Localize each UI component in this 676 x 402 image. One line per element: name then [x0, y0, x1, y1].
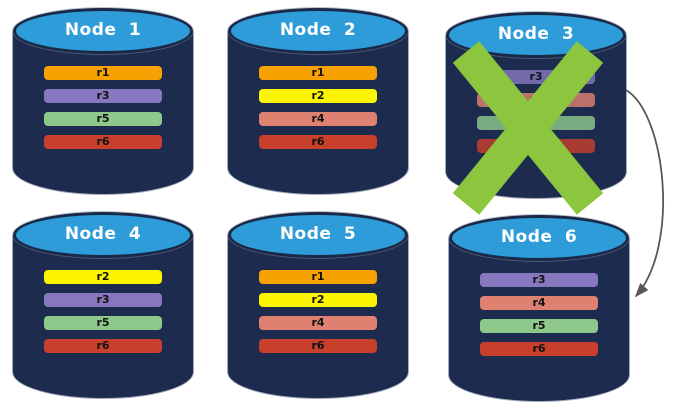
replica-bar: r2 [44, 270, 162, 284]
replica-bar: r5 [44, 112, 162, 126]
node-6: Node 6 r3 r4 r5 r6 [449, 215, 629, 401]
replica-bar: r2 [259, 293, 377, 307]
failure-x-icon [452, 41, 604, 215]
node-title: Node 5 [279, 224, 357, 244]
cylinder-top: Node 4 [13, 212, 193, 258]
replica-bar: r5 [44, 316, 162, 330]
node-title: Node 4 [64, 224, 142, 244]
node-2: Node 2 r1 r2 r4 r6 [228, 8, 408, 194]
replica-bar: r2 [259, 89, 377, 103]
replica-bar: r4 [480, 296, 598, 310]
replica-bar: r5 [480, 319, 598, 333]
node-title: Node 1 [64, 20, 142, 40]
node-4: Node 4 r2 r3 r5 r6 [13, 212, 193, 398]
replica-list: r1 r2 r4 r6 [259, 270, 377, 353]
node-title: Node 3 [497, 24, 575, 44]
replica-bar: r3 [44, 89, 162, 103]
replica-list: r1 r2 r4 r6 [259, 66, 377, 149]
node-title: Node 6 [500, 227, 578, 247]
replica-list: r2 r3 r5 r6 [44, 270, 162, 353]
replica-bar: r6 [44, 339, 162, 353]
replica-bar: r6 [480, 342, 598, 356]
node-5: Node 5 r1 r2 r4 r6 [228, 212, 408, 398]
replica-bar: r6 [259, 135, 377, 149]
cylinder-top: Node 6 [449, 215, 629, 261]
cylinder-top: Node 2 [228, 8, 408, 54]
replica-list: r1 r3 r5 r6 [44, 66, 162, 149]
replica-bar: r3 [44, 293, 162, 307]
cylinder-top: Node 5 [228, 212, 408, 258]
replica-list: r3 r4 r5 r6 [480, 273, 598, 356]
cylinder-top: Node 1 [13, 8, 193, 54]
replica-bar: r1 [259, 270, 377, 284]
node-title: Node 2 [279, 20, 357, 40]
node-3: Node 3 r3 r4 r5 r6 [446, 12, 626, 215]
replica-bar: r1 [259, 66, 377, 80]
replica-bar: r4 [259, 316, 377, 330]
replica-bar: r6 [44, 135, 162, 149]
replica-bar: r4 [259, 112, 377, 126]
node-1: Node 1 r1 r3 r5 r6 [13, 8, 193, 194]
replica-bar: r1 [44, 66, 162, 80]
replica-bar: r3 [480, 273, 598, 287]
replica-bar: r6 [259, 339, 377, 353]
